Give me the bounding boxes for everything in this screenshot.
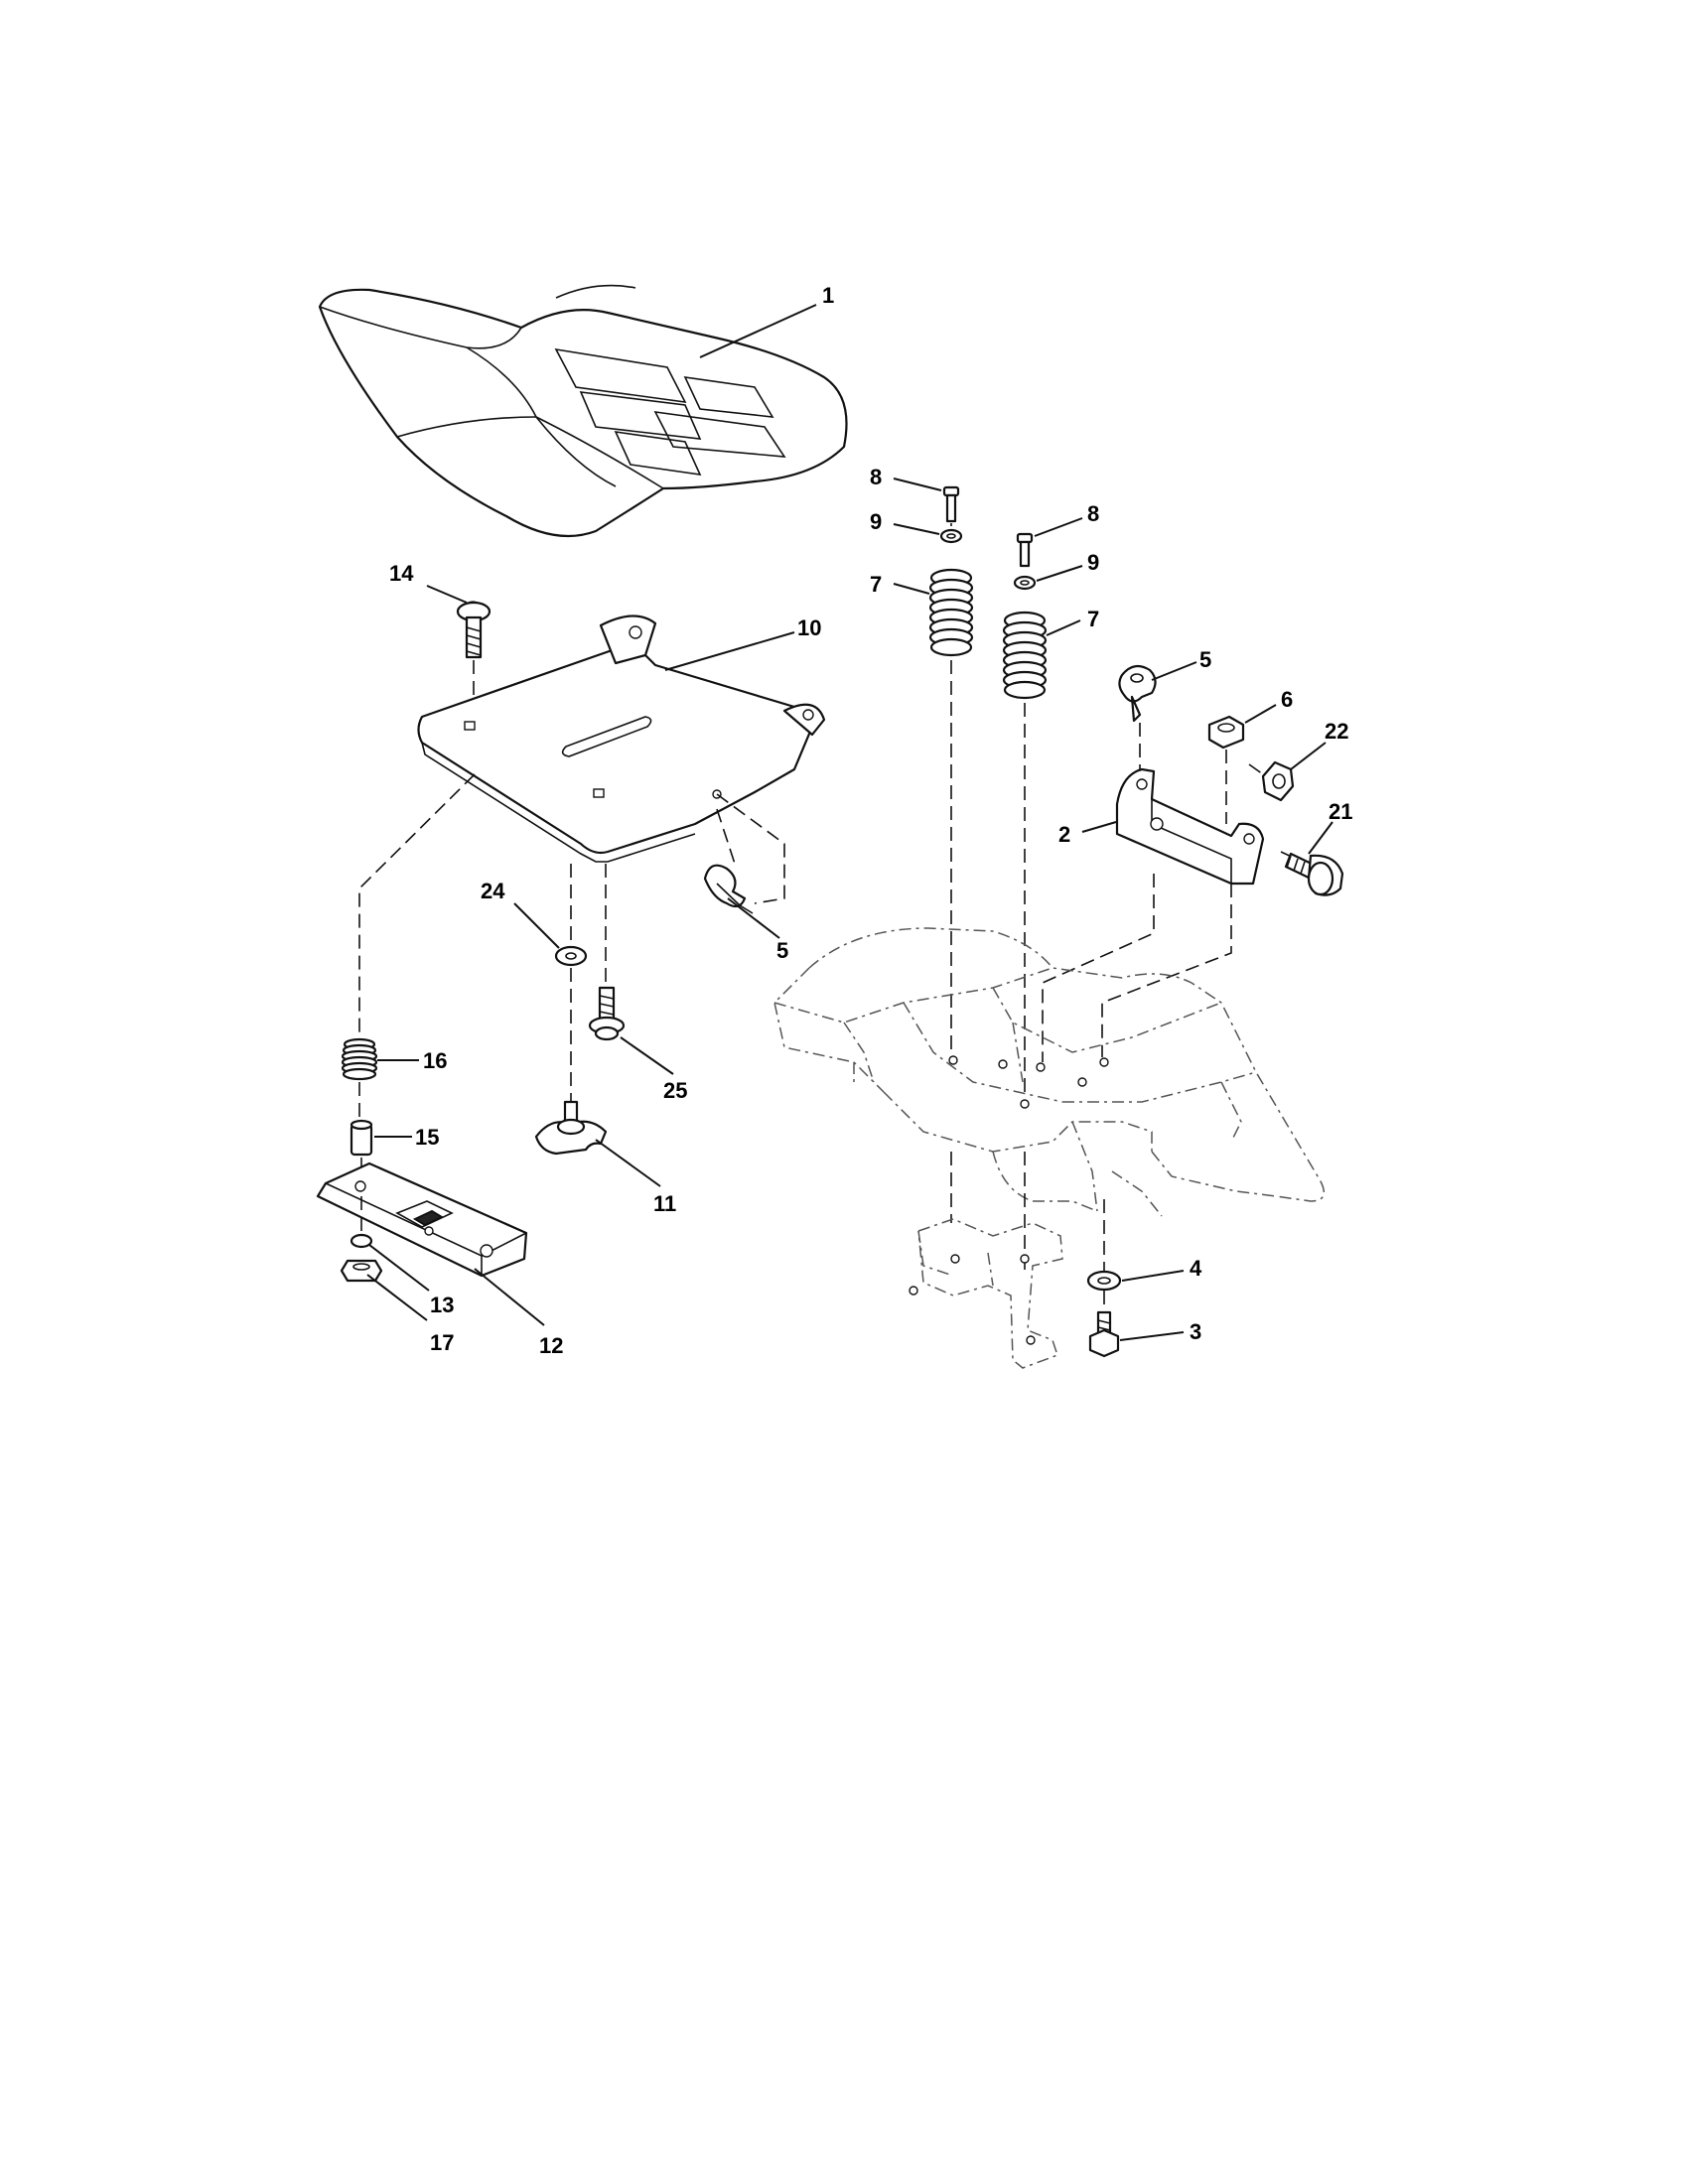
callout-4: 4 <box>1190 1256 1202 1281</box>
callout-14: 14 <box>389 561 414 586</box>
washer-top-right <box>1013 575 1037 591</box>
callout-5-left: 5 <box>776 938 788 963</box>
callout-3: 3 <box>1190 1319 1201 1344</box>
callout-10: 10 <box>797 615 821 640</box>
callout-13: 13 <box>430 1293 454 1317</box>
callout-2: 2 <box>1058 822 1070 847</box>
callout-24: 24 <box>481 879 505 903</box>
clip-left <box>703 864 754 914</box>
callout-9-left: 9 <box>870 509 882 534</box>
seat-bracket <box>1115 767 1265 886</box>
tractor-frame-phantom <box>773 927 1326 1217</box>
lock-washer <box>350 1233 373 1249</box>
washer-frame <box>1086 1270 1122 1292</box>
callout-16: 16 <box>423 1048 447 1073</box>
hex-bolt-frame <box>1088 1310 1120 1358</box>
sub-bracket-phantom <box>909 1218 1063 1369</box>
carriage-bolt <box>456 601 491 659</box>
callout-7-right: 7 <box>1087 607 1099 631</box>
callout-5-right: 5 <box>1199 647 1211 672</box>
lock-nut <box>1261 760 1295 802</box>
callout-1: 1 <box>822 283 834 308</box>
spring-left <box>928 568 974 657</box>
seat-pan <box>417 614 826 863</box>
callout-8-left: 8 <box>870 465 882 489</box>
knob <box>534 1100 608 1156</box>
seat-spring <box>341 1037 378 1081</box>
shoulder-bolt <box>1280 851 1344 896</box>
clip-right <box>1118 664 1157 723</box>
nut-bracket <box>1207 715 1245 750</box>
bolt-top-right <box>1016 532 1034 568</box>
nut-bottom <box>340 1259 383 1283</box>
callout-17: 17 <box>430 1330 454 1355</box>
callout-6: 6 <box>1281 687 1293 712</box>
screw <box>588 986 626 1041</box>
callout-7-left: 7 <box>870 572 882 597</box>
callout-12: 12 <box>539 1333 563 1358</box>
callout-15: 15 <box>415 1125 439 1150</box>
spring-right <box>1002 611 1048 700</box>
flat-washer <box>554 945 588 967</box>
slide-plate <box>316 1161 528 1278</box>
callout-22: 22 <box>1325 719 1348 744</box>
callout-25: 25 <box>663 1078 687 1103</box>
spacer <box>350 1119 373 1157</box>
seat <box>318 284 848 538</box>
washer-top-left <box>939 528 963 544</box>
callout-11: 11 <box>653 1191 676 1216</box>
callout-21: 21 <box>1329 799 1352 824</box>
callout-9-right: 9 <box>1087 550 1099 575</box>
bolt-top-left <box>942 485 960 523</box>
callout-8-right: 8 <box>1087 501 1099 526</box>
